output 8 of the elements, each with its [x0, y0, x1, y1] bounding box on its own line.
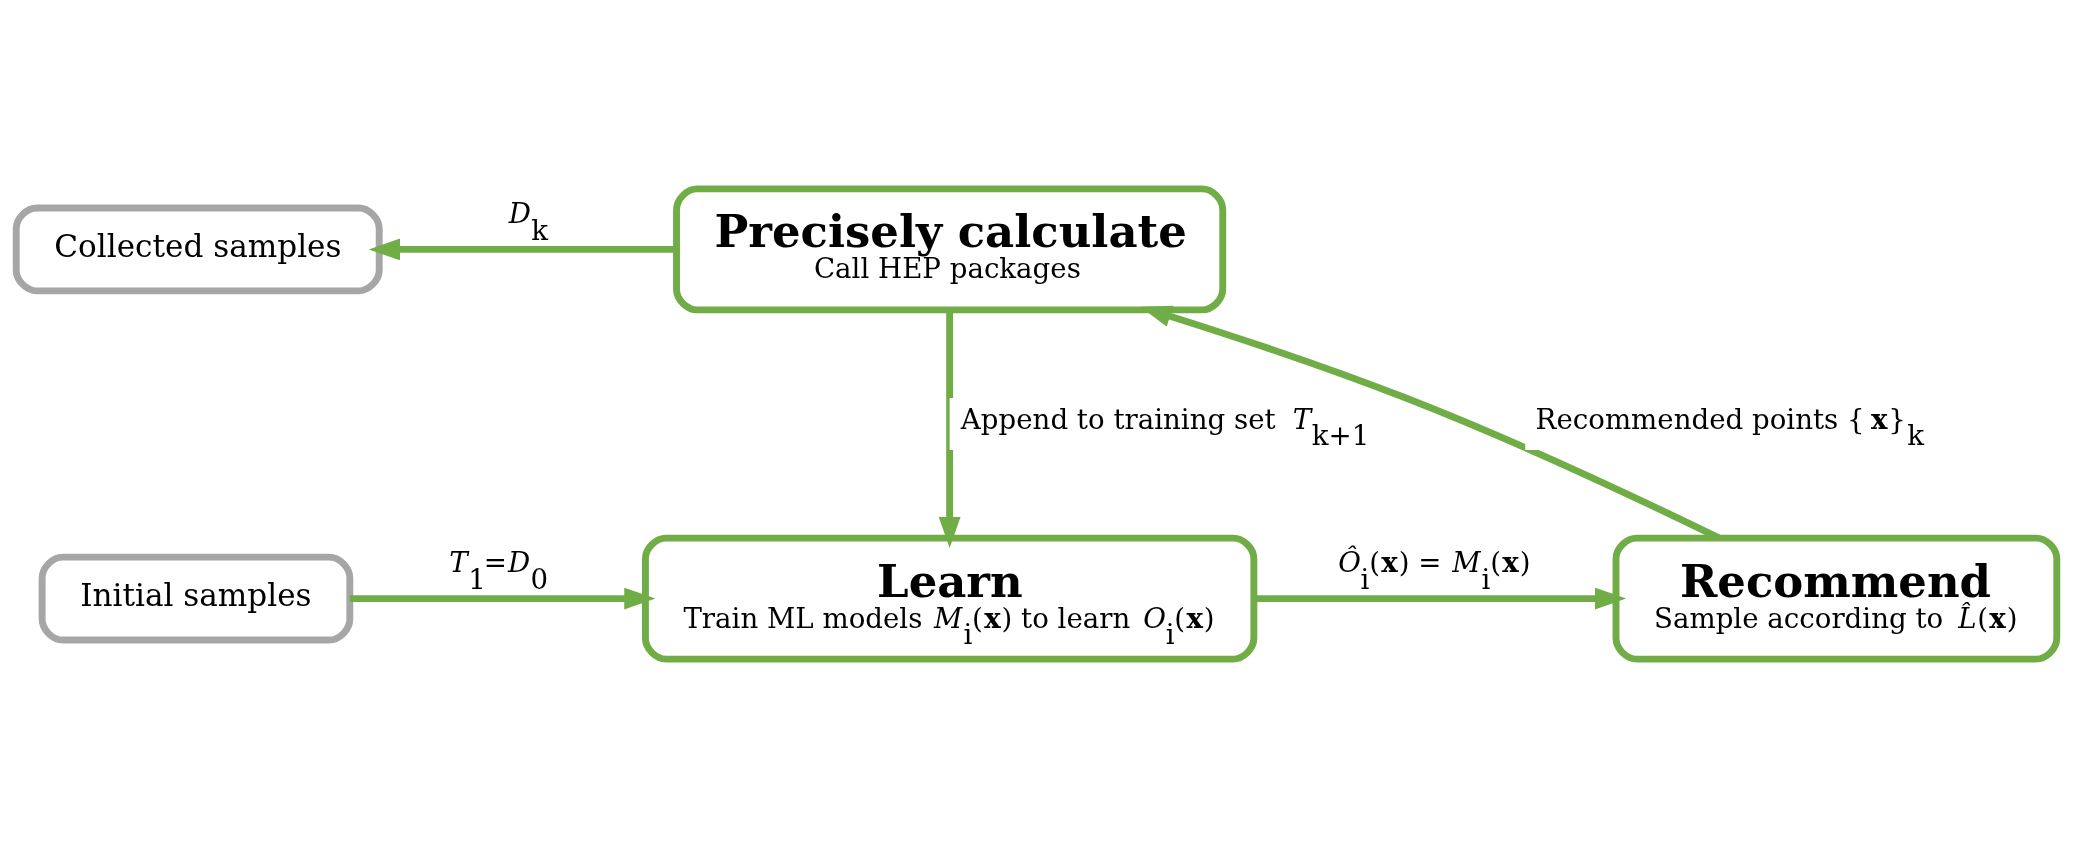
arrow: [1254, 587, 1627, 610]
arrow: [349, 587, 656, 610]
arrow: [368, 238, 677, 261]
node-box: Collected samples: [12, 204, 383, 295]
node-box: Initial samples: [38, 553, 354, 644]
node-box: Precisely calculate Call HEP packages: [673, 185, 1227, 314]
node-box: Recommend Sample according to L̂(x): [1612, 534, 2061, 663]
arrow: [938, 310, 961, 549]
